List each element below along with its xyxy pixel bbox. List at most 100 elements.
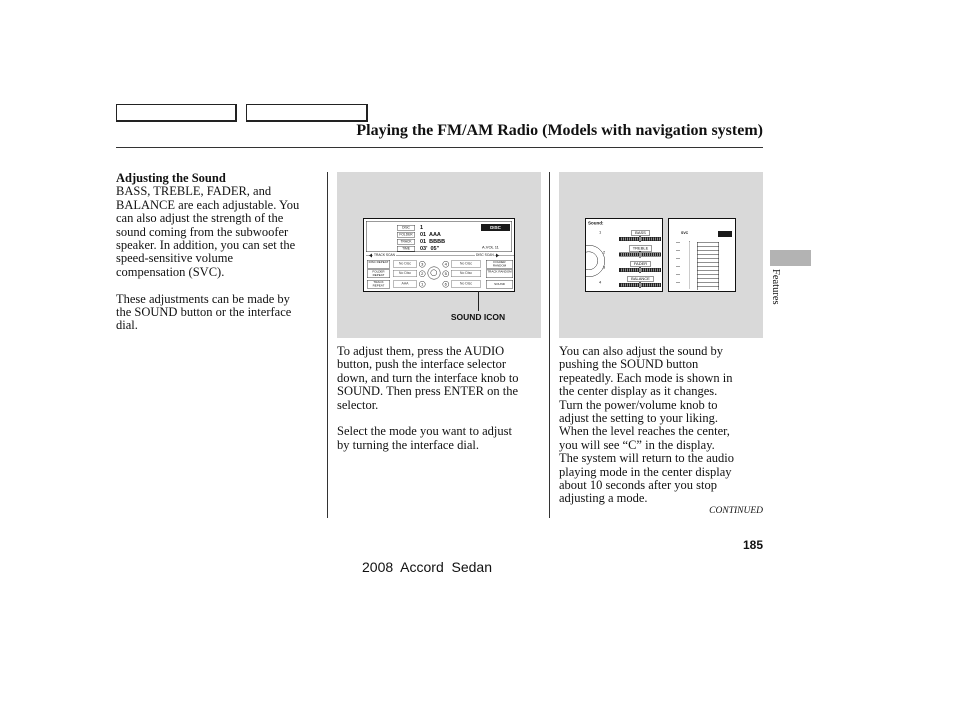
page-number: 185 xyxy=(742,538,763,552)
text-line: can also adjust the strength of the xyxy=(116,211,284,226)
bass-label: BASS xyxy=(619,230,662,236)
text-line: the center display as it changes. xyxy=(559,384,718,399)
preset-number: 5 xyxy=(442,270,449,277)
track-repeat-button: TRACK REPEAT xyxy=(367,280,390,289)
track-info-panel xyxy=(366,221,512,252)
preset-name: No Disc xyxy=(451,280,481,288)
slider-label: FADER xyxy=(630,261,651,267)
preset-name: No Disc xyxy=(451,260,481,268)
folder-repeat-button: FOLDER REPEAT xyxy=(367,269,390,278)
fader-slider xyxy=(619,267,661,273)
info-value: 03' 05" xyxy=(420,245,440,252)
nav-button-table-of-contents[interactable] xyxy=(246,104,368,122)
left-column: Adjusting the Sound BASS, TREBLE, FADER,… xyxy=(116,171,300,333)
text-line: dial. xyxy=(116,318,138,333)
dial-icon xyxy=(586,245,605,277)
column-divider-left xyxy=(327,172,328,518)
paragraph: You can also adjust the sound by pushing… xyxy=(559,344,734,506)
info-label: DISC xyxy=(397,225,415,231)
level-indicator xyxy=(718,231,732,237)
text-line: you will see “C” in the display. xyxy=(559,437,715,452)
sound-screen-illustration: Sound: 1 2 3 4 BASS TREBLE FADER BALANCE… xyxy=(585,218,736,292)
title-rule xyxy=(116,147,763,148)
text-line: pushing the SOUND button xyxy=(559,357,699,372)
info-label: FOLDER xyxy=(397,232,415,238)
gauge-ticks xyxy=(676,242,680,290)
middle-column: To adjust them, press the AUDIO button, … xyxy=(337,344,519,452)
text-line: To adjust them, press the AUDIO xyxy=(337,344,505,358)
info-value: 01 BBBB xyxy=(420,238,446,245)
bass-slider xyxy=(619,236,661,242)
preset-number: 3 xyxy=(419,261,426,268)
page-title: Playing the FM/AM Radio (Models with nav… xyxy=(356,122,763,139)
slider-label: TREBLE xyxy=(629,245,652,252)
mode-badge: DISC xyxy=(481,224,510,231)
text-line: The system will return to the audio xyxy=(559,451,734,466)
text-line: Turn the power/volume knob to xyxy=(559,397,718,412)
sound-icon-callout: SOUND ICON xyxy=(450,312,506,322)
preset-number: 4 xyxy=(442,261,449,268)
text-line: playing mode in the center display xyxy=(559,464,732,479)
text-line: selector. xyxy=(337,397,379,412)
text-line: adjusting a mode. xyxy=(559,491,648,506)
slider-marker xyxy=(639,236,641,242)
dial-icon xyxy=(427,266,441,280)
section-tab-label: Features xyxy=(770,269,781,305)
paragraph: BASS, TREBLE, FADER, and BALANCE are eac… xyxy=(116,184,300,279)
slider-marker xyxy=(639,267,641,273)
text-line: repeatedly. Each mode is shown in xyxy=(559,370,733,385)
treble-slider xyxy=(619,251,661,258)
section-tab-marker xyxy=(770,250,811,266)
paragraph: Select the mode you want to adjust by tu… xyxy=(337,424,519,452)
dial-number: 2 xyxy=(603,250,606,255)
level-gauge xyxy=(697,242,719,290)
dial-number: 3 xyxy=(603,265,606,270)
text-line: adjust the setting to your liking. xyxy=(559,410,719,425)
text-line: These adjustments can be made by xyxy=(116,291,290,306)
preset-name: AAA xyxy=(393,280,417,288)
audio-screen-illustration: DISC FOLDER TRACK TIME 1 01 AAA 01 BBBB … xyxy=(363,218,515,292)
fader-label: FADER xyxy=(619,261,662,267)
track-scan-label: TRACK SCAN xyxy=(373,253,396,258)
dial-number: 4 xyxy=(599,280,602,285)
continued-note: CONTINUED xyxy=(709,506,763,516)
disc-repeat-button: DISC REPEAT xyxy=(367,260,390,269)
svc-level-panel: SVC xyxy=(668,218,736,292)
slider-label: BALANCE xyxy=(627,276,654,282)
text-line: compensation (SVC). xyxy=(116,264,225,279)
text-line: down, and turn the interface knob to xyxy=(337,370,519,385)
preset-name: No Disc xyxy=(451,270,481,277)
sound-settings-panel: Sound: 1 2 3 4 BASS TREBLE FADER BALANCE xyxy=(585,218,663,292)
arrow-left-icon xyxy=(369,253,372,258)
dial-number: 1 xyxy=(599,230,602,235)
volume-readout: A.VOL 11 xyxy=(482,245,499,250)
text-line: about 10 seconds after you stop xyxy=(559,477,717,492)
folder-random-button: FOLDER RANDOM xyxy=(486,260,513,269)
info-value: 1 xyxy=(420,224,424,231)
text-line: You can also adjust the sound by xyxy=(559,344,724,358)
text-line: speaker. In addition, you can set the xyxy=(116,237,296,252)
balance-slider xyxy=(619,282,661,288)
paragraph: To adjust them, press the AUDIO button, … xyxy=(337,344,519,412)
balance-label: BALANCE xyxy=(619,276,662,282)
sound-button: SOUND xyxy=(486,280,513,289)
text-line: button, push the interface selector xyxy=(337,357,507,372)
callout-pointer xyxy=(478,291,479,311)
text-line: BASS, TREBLE, FADER, and xyxy=(116,184,272,199)
right-column: You can also adjust the sound by pushing… xyxy=(559,344,734,506)
text-line: SOUND. Then press ENTER on the xyxy=(337,384,518,399)
text-line: BALANCE are each adjustable. You xyxy=(116,197,300,212)
track-random-button: TRACK RANDOM xyxy=(486,269,513,278)
slider-marker xyxy=(639,251,641,258)
info-value: 01 AAA xyxy=(420,231,441,238)
info-label: TIME xyxy=(397,246,415,252)
sound-screen-title: Sound: xyxy=(588,220,604,226)
nav-button-main-menu[interactable] xyxy=(116,104,237,122)
slider-marker xyxy=(639,282,641,288)
side-panel-label: SVC xyxy=(681,231,689,236)
scale-guide xyxy=(689,241,690,289)
paragraph: These adjustments can be made by the SOU… xyxy=(116,291,299,333)
section-heading: Adjusting the Sound xyxy=(116,171,226,185)
text-line: the SOUND button or the interface xyxy=(116,304,292,319)
slider-label: BASS xyxy=(631,230,650,236)
